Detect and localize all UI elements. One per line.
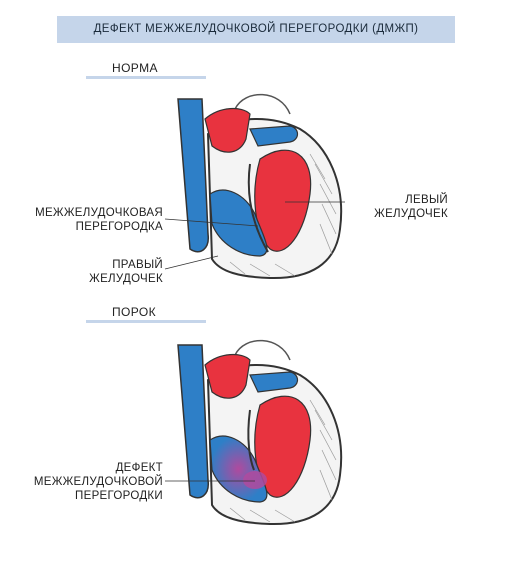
right-ventricle — [209, 189, 268, 257]
title-banner: ДЕФЕКТ МЕЖЖЕЛУДОЧКОВОЙ ПЕРЕГОРОДКИ (ДМЖП… — [57, 16, 455, 43]
section-rule-normal — [86, 76, 206, 79]
septum — [247, 409, 255, 471]
section-label-defect: ПОРОК — [112, 305, 157, 319]
label-right-ventricle: ПРАВЫЙ ЖЕЛУДОЧЕК — [89, 259, 163, 285]
label-septum: МЕЖЖЕЛУДОЧКОВАЯ ПЕРЕГОРОДКА — [35, 207, 163, 233]
normal-heart-diagram — [177, 93, 343, 280]
label-left-ventricle: ЛЕВЫЙ ЖЕЛУДОЧЕК — [374, 194, 448, 220]
left-ventricle — [254, 395, 312, 498]
pulmonary-artery — [249, 125, 299, 147]
section-rule-defect — [86, 320, 206, 323]
pulmonary-artery — [249, 371, 299, 393]
page-title: ДЕФЕКТ МЕЖЖЕЛУДОЧКОВОЙ ПЕРЕГОРОДКИ (ДМЖП… — [93, 23, 419, 35]
left-ventricle — [254, 149, 312, 252]
section-label-normal: НОРМА — [112, 61, 158, 75]
vena-cava — [177, 344, 209, 499]
label-defect: ДЕФЕКТ МЕЖЖЕЛУДОЧКОВОЙ ПЕРЕГОРОДКИ — [33, 462, 163, 502]
left-atrium — [204, 354, 251, 399]
left-atrium — [204, 108, 251, 153]
defect-heart-diagram — [177, 339, 343, 526]
septum — [247, 163, 269, 253]
vena-cava — [177, 98, 209, 253]
septal-defect — [243, 471, 267, 489]
